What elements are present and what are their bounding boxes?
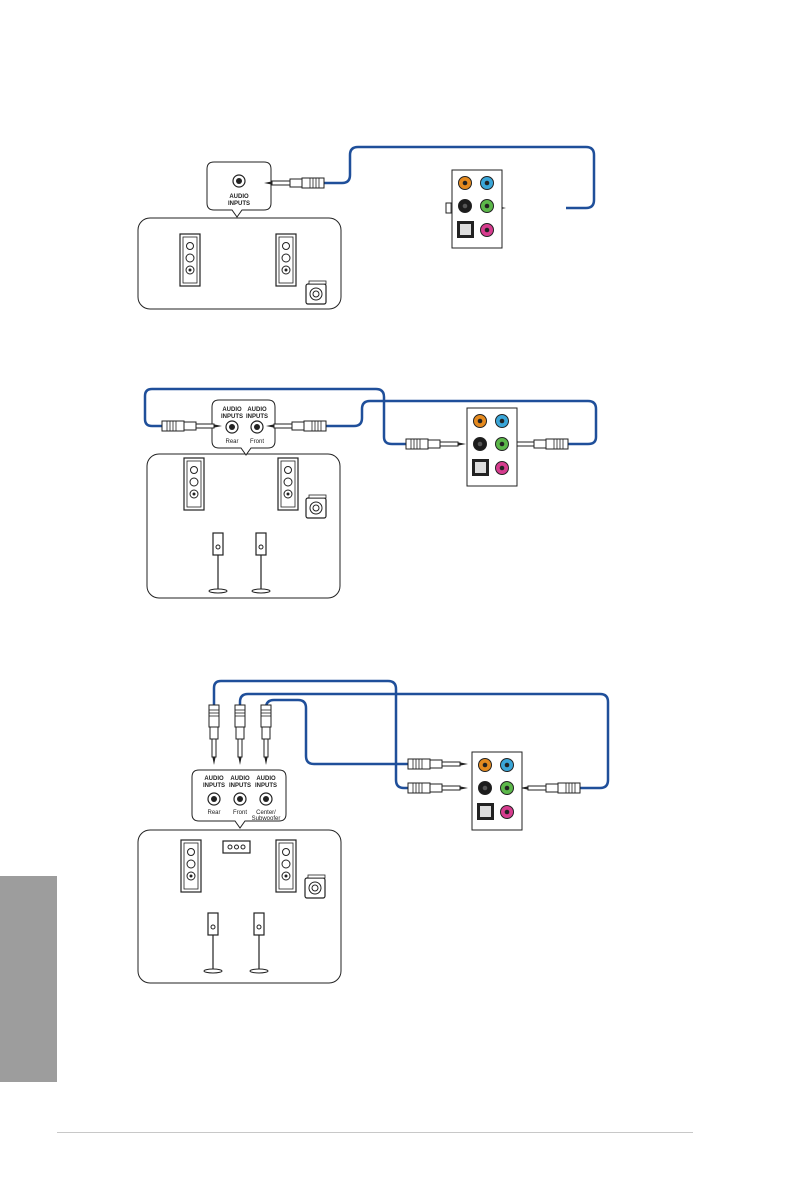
rear-input-jack-icon: [208, 793, 220, 805]
audio-plug-icon: [261, 705, 271, 765]
speaker-icon: [276, 840, 296, 892]
audio-cable: [240, 694, 608, 788]
audio-inputs-label: AUDIO: [222, 407, 242, 413]
audio-inputs-label: INPUTS: [229, 783, 251, 789]
speaker-icon: [180, 234, 200, 286]
subwoofer-label: Subwoofer: [252, 816, 281, 822]
rear-io-panel-icon: [472, 752, 522, 830]
speaker-icon: [184, 458, 204, 510]
rear-io-panel-icon: [452, 170, 502, 248]
diagram-4-channel: AUDIO INPUTS AUDIO INPUTS Rear Front: [145, 389, 596, 598]
audio-plug-icon: [209, 705, 219, 765]
audio-inputs-label: INPUTS: [203, 783, 225, 789]
subwoofer-icon: [305, 875, 325, 898]
speaker-icon: [278, 458, 298, 510]
front-input-jack-icon: [234, 793, 246, 805]
audio-plug-icon: [406, 439, 466, 449]
speaker-box: [147, 454, 340, 598]
audio-plug-icon: [264, 178, 324, 188]
audio-input-jack-icon: [233, 175, 245, 187]
center-subwoofer-input-jack-icon: [260, 793, 272, 805]
subwoofer-icon: [306, 495, 326, 518]
front-label: Front: [233, 810, 247, 816]
audio-inputs-label: AUDIO: [229, 194, 249, 200]
diagram-6-channel: AUDIO INPUTS AUDIO INPUTS AUDIO INPUTS R…: [138, 681, 608, 983]
rear-input-jack-icon: [226, 421, 238, 433]
rear-label: Rear: [207, 810, 220, 816]
audio-inputs-label: AUDIO: [247, 407, 267, 413]
audio-inputs-label: INPUTS: [246, 414, 268, 420]
subwoofer-icon: [306, 281, 326, 304]
audio-inputs-label: AUDIO: [256, 776, 276, 782]
front-input-jack-icon: [251, 421, 263, 433]
speaker-icon: [181, 840, 201, 892]
audio-plug-icon: [520, 783, 580, 793]
audio-plug-icon: [408, 783, 468, 793]
audio-inputs-label: INPUTS: [228, 201, 250, 207]
audio-cable: [324, 401, 596, 444]
audio-input-callout: [207, 162, 271, 217]
audio-cable: [266, 700, 408, 764]
audio-inputs-label: INPUTS: [221, 414, 243, 420]
center-speaker-icon: [223, 841, 250, 853]
audio-plug-icon: [235, 705, 245, 765]
diagram-2-channel: AUDIO INPUTS: [138, 147, 594, 309]
audio-inputs-label: INPUTS: [255, 783, 277, 789]
front-label: Front: [250, 439, 264, 445]
audio-inputs-label: AUDIO: [204, 776, 224, 782]
audio-inputs-label: AUDIO: [230, 776, 250, 782]
audio-plug-icon: [408, 759, 468, 769]
rear-label: Rear: [225, 439, 238, 445]
rear-io-panel-icon: [467, 408, 517, 486]
speaker-icon: [276, 234, 296, 286]
